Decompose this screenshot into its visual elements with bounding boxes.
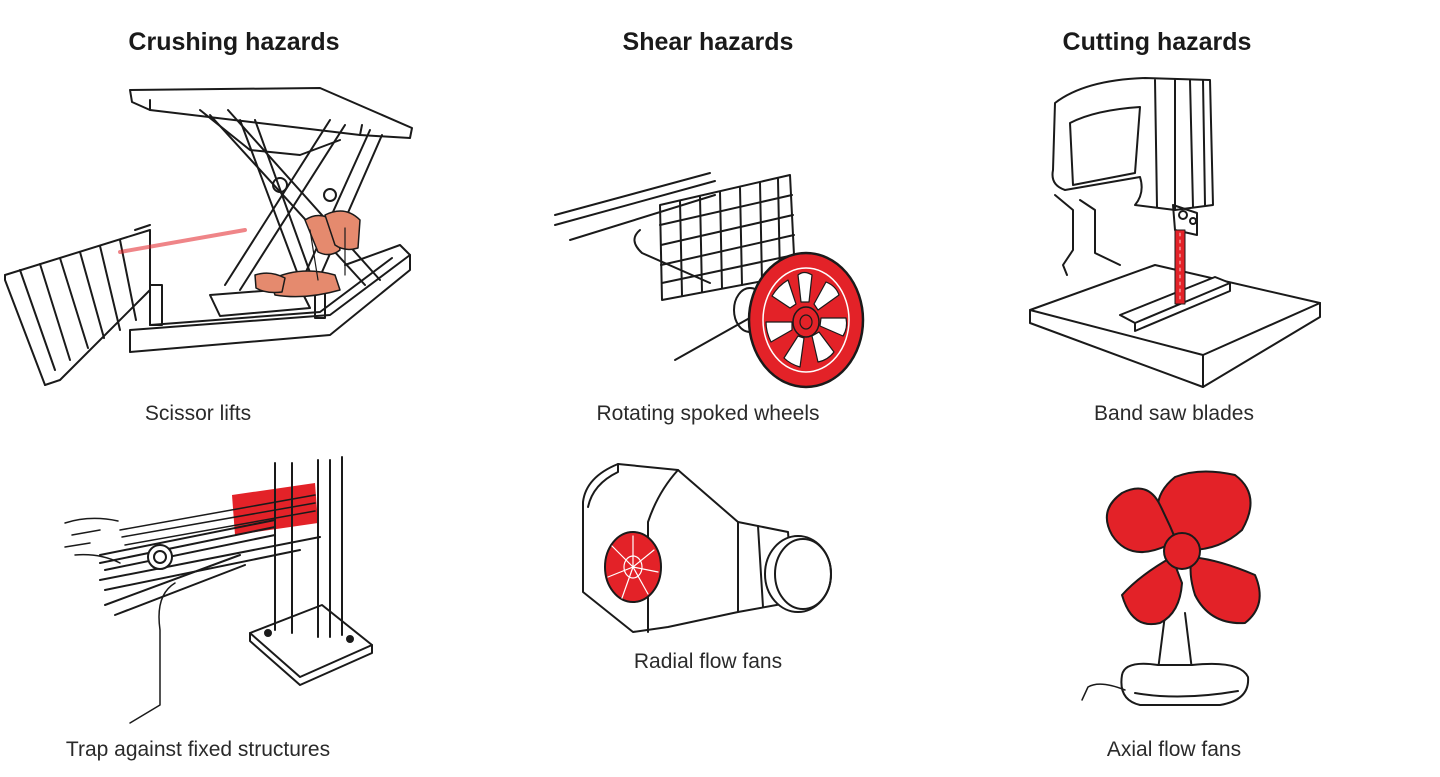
caption-radial-flow-fans: Radial flow fans [633, 650, 783, 673]
caption-scissor-lifts: Scissor lifts [144, 402, 252, 425]
scissor-lift-illustration [0, 80, 420, 390]
caption-trap-against-fixed-structures: Trap against fixed structures [65, 738, 331, 761]
spoked-wheel-illustration [550, 165, 870, 390]
heading-shear-hazards: Shear hazards [622, 28, 794, 56]
radial-fan-illustration [578, 462, 838, 637]
axial-fan-illustration [1080, 465, 1275, 735]
fixed-structure-trap-illustration [60, 455, 380, 730]
band-saw-illustration [1025, 75, 1325, 390]
caption-band-saw-blades: Band saw blades [1094, 402, 1254, 425]
caption-rotating-spoked-wheels: Rotating spoked wheels [596, 402, 820, 425]
heading-cutting-hazards: Cutting hazards [1062, 28, 1252, 56]
heading-crushing-hazards: Crushing hazards [128, 28, 340, 56]
caption-axial-flow-fans: Axial flow fans [1106, 738, 1242, 761]
